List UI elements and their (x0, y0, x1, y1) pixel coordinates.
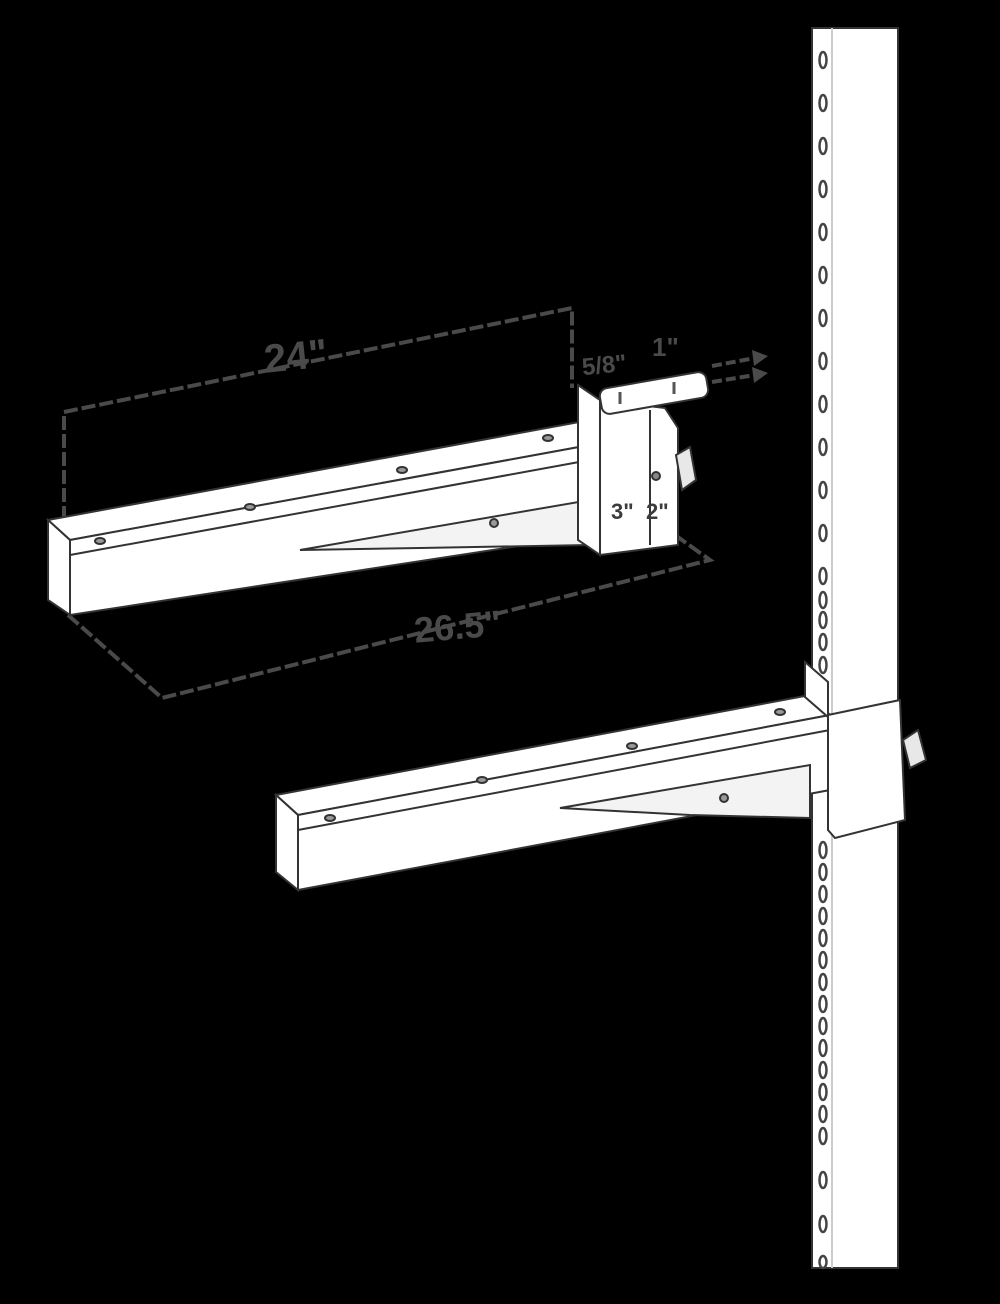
dimension-lines (62, 305, 715, 701)
dimension-arm-length: 24" (262, 331, 330, 382)
dimension-overall-length: 26.5" (412, 602, 503, 651)
upright-post (811, 27, 899, 1270)
dimension-sleeve-width: 3" (611, 499, 634, 524)
pull-pin (598, 371, 710, 415)
upright-holes (818, 50, 828, 1270)
pin-direction-arrows (711, 356, 756, 384)
spotter-arm-mounted (273, 659, 928, 893)
dimension-sleeve-depth: 2" (646, 499, 669, 524)
dimension-hole-size: 1" (652, 332, 679, 362)
arrow-heads (752, 350, 768, 383)
spotter-arm-detached (45, 383, 698, 617)
dimension-pin-diameter: 5/8" (580, 349, 628, 382)
